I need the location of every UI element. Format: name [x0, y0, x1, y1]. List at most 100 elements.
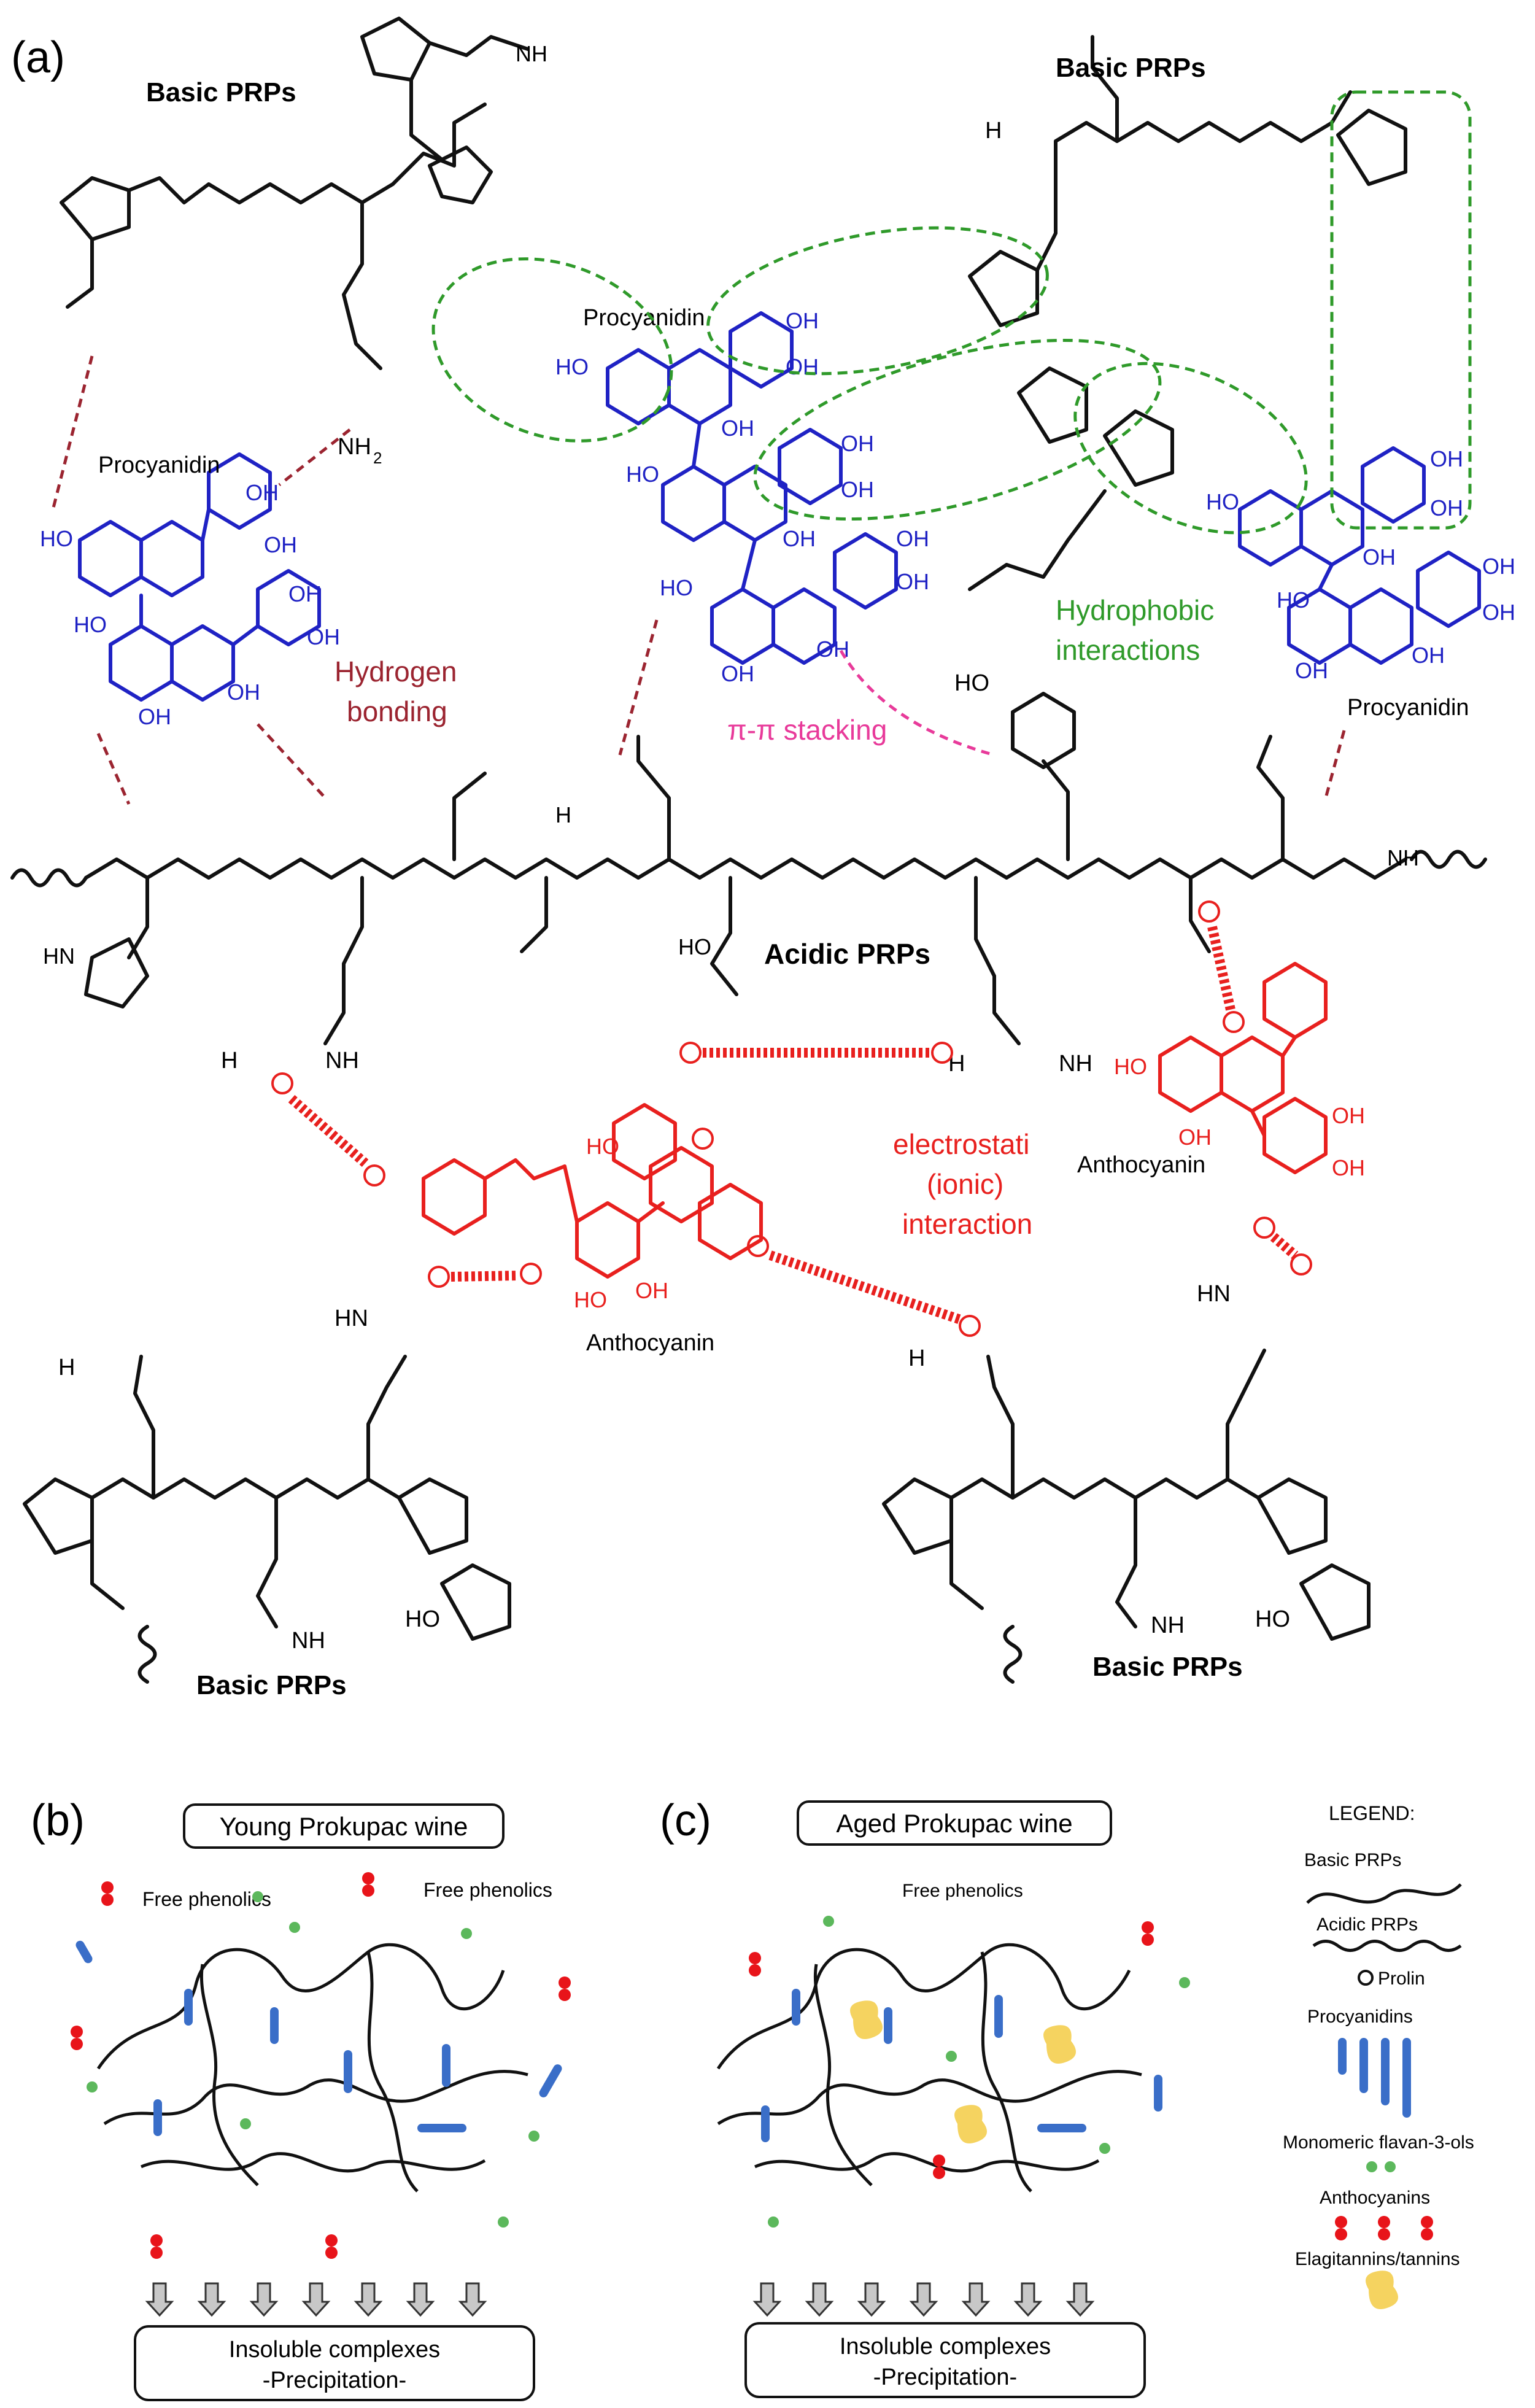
chem-hooc-br: HO [1255, 1606, 1290, 1632]
down-arrow-icon [354, 2282, 383, 2317]
oh-label: OH [1295, 658, 1328, 683]
label-basic-prps-top-right: Basic PRPs [1056, 53, 1206, 83]
chem-nh-top: NH [516, 41, 547, 66]
procyanidin-chain-dot [417, 2124, 466, 2132]
oh-label: OH [1332, 1155, 1365, 1180]
chem-h3n-left: H [221, 1048, 238, 1074]
down-arrow-icon [752, 2282, 782, 2317]
anthocyanin-dot [1142, 1921, 1154, 1934]
panel-c-label: (c) [660, 1796, 711, 1845]
chem-nh-right: NH [1059, 1051, 1092, 1077]
oh-label: OH [1482, 554, 1515, 579]
panel-c: (c) Aged Prokupac wine Free phenolics [660, 1796, 1190, 2398]
positive-charge-icon [428, 1266, 450, 1288]
tannin-blob [1043, 2025, 1076, 2064]
basic-prp-top-left-structure [60, 17, 530, 370]
label-ionic-1: electrostati [893, 1128, 1029, 1160]
legend-title: LEGEND: [1329, 1802, 1415, 1824]
procyanidin-chain-dot [75, 1940, 93, 1964]
hydrogen-bond-lines [50, 355, 1346, 805]
oh-label: OH [1412, 643, 1445, 668]
oh-label: OH [246, 480, 279, 505]
chem-sub-tl: 2 [373, 449, 382, 467]
aged-wine-result-box [744, 2322, 1146, 2398]
oh-label: OH [1332, 1103, 1365, 1128]
anthocyanin-right-structure [1158, 962, 1328, 1174]
procyanidin-chain-dot [1381, 2038, 1390, 2105]
positive-charge-icon [959, 1315, 981, 1337]
down-arrow-icon [1065, 2282, 1095, 2317]
oh-label: OH [288, 581, 322, 606]
oh-label: OH [786, 308, 819, 333]
positive-charge-icon [271, 1072, 293, 1094]
anthocyanin-dot [559, 1976, 571, 1989]
procyanidin-oh-labels: OH OH HO HO OH OH OH OH OH OH HO HO OH O… [40, 308, 1515, 729]
negative-charge-icon [1198, 900, 1220, 923]
flavanol-dot [240, 2118, 251, 2129]
anthocyanin-dot [1378, 2216, 1390, 2228]
procyanidin-right-structure [1238, 446, 1481, 665]
anthocyanin-dot [1335, 2228, 1347, 2240]
down-arrow-icon [961, 2282, 991, 2317]
procyanidin-chain-dot [1338, 2038, 1347, 2075]
ho-label: HO [626, 462, 659, 487]
chem-h2n-tr: H [985, 118, 1002, 144]
flavanol-dot [252, 1891, 263, 1902]
procyanidin-chain-dot [270, 2007, 279, 2044]
pi-stacking-line [839, 649, 995, 757]
procyanidin-chain-dot [1402, 2038, 1411, 2118]
label-procyanidin-left: Procyanidin [98, 452, 220, 478]
panel-b-label: (b) [31, 1796, 85, 1845]
ho-label: HO [1277, 587, 1310, 613]
procyanidin-chain-dot [344, 2050, 352, 2093]
ho-label: HO [40, 526, 73, 551]
flavanol-dot [528, 2131, 539, 2142]
charge-markers [271, 900, 1312, 1337]
label-hydrogen-1: Hydrogen [334, 656, 457, 687]
label-acidic-prps: Acidic PRPs [764, 938, 930, 970]
chem-hn-nh3: HN [334, 1306, 368, 1331]
anthocyanin-dot [1421, 2228, 1433, 2240]
anthocyanin-dot [325, 2234, 338, 2247]
oh-label: OH [896, 526, 929, 551]
label-ionic-2: (ionic) [927, 1168, 1003, 1200]
procyanidin-chain-dot [539, 2064, 562, 2097]
young-wine-result-2: -Precipitation- [263, 2367, 406, 2393]
ho-label: HO [574, 1287, 607, 1312]
flavanol-dot [1099, 2143, 1110, 2154]
flavanol-dot [1179, 1977, 1190, 1988]
ionic-interaction-lines [288, 926, 1299, 1325]
chem-h2n-bl: H [58, 1355, 75, 1380]
legend: LEGEND: Basic PRPs Acidic PRPs Prolin Pr… [1283, 1802, 1474, 2309]
oh-label: OH [264, 532, 297, 557]
oh-label: OH [635, 1278, 668, 1303]
oh-label: OH [1430, 446, 1463, 471]
aged-wine-arrows [752, 2282, 1095, 2317]
negative-charge-icon [520, 1263, 542, 1285]
oh-label: OH [841, 477, 874, 502]
flavanol-dot [1385, 2161, 1396, 2172]
label-pi-stacking: π-π stacking [727, 714, 887, 746]
anthocyanin-dot [749, 1964, 761, 1976]
label-ionic-3: interaction [902, 1208, 1032, 1240]
oh-label: OH [783, 526, 816, 551]
negative-charge-icon [1253, 1217, 1275, 1239]
positive-charge-icon [1290, 1253, 1312, 1276]
prolin-icon [1358, 1970, 1374, 1986]
legend-ellagitannins-label: Elagitannins/tannins [1295, 2249, 1460, 2269]
flavanol-dot [289, 1922, 300, 1933]
procyanidin-chain-dot [792, 1989, 800, 2026]
procyanidin-chain-dot [1154, 2075, 1162, 2112]
positive-charge-icon [931, 1042, 953, 1064]
panel-a: (a) Basic PRPs NH NH 2 Basic [10, 17, 1515, 1700]
label-hydrophobic-2: interactions [1056, 634, 1200, 666]
oh-label: OH [138, 704, 171, 729]
free-phenolics-label-c1: Free phenolics [902, 1881, 1023, 1901]
acidic-prp-structure [10, 692, 1487, 1045]
legend-acidic-label: Acidic PRPs [1317, 1914, 1418, 1935]
tannin-blob [1366, 2271, 1398, 2309]
aged-wine-result-2: -Precipitation- [873, 2364, 1017, 2390]
oh-label: OH [841, 431, 874, 456]
label-anthocyanin-right: Anthocyanin [1077, 1152, 1205, 1178]
flavanol-dot [823, 1916, 834, 1927]
